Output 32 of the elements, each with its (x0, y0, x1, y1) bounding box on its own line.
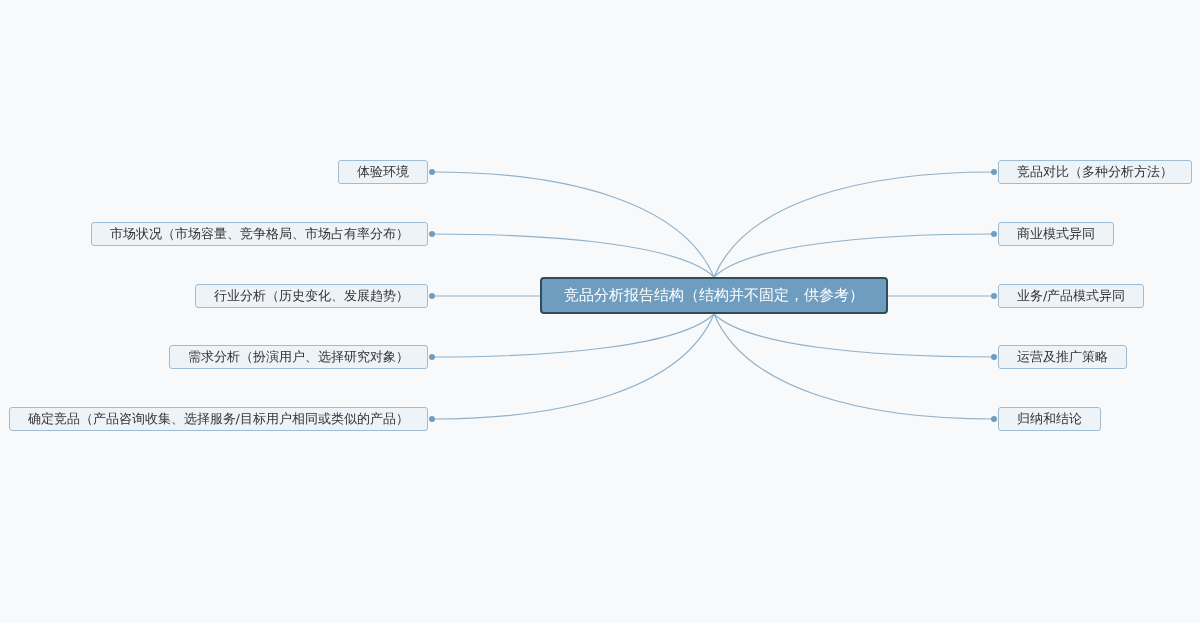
subtopic-box (998, 407, 1101, 431)
subtopic-box (195, 284, 428, 308)
connector (713, 169, 997, 278)
subtopic-label: 归纳和结论 (1017, 410, 1082, 428)
connector (429, 231, 715, 278)
subtopic-label: 需求分析（扮演用户、选择研究对象） (188, 348, 409, 366)
connector (887, 293, 997, 299)
subtopic-label: 竞品对比（多种分析方法） (1017, 163, 1173, 181)
connector (713, 231, 997, 278)
subtopic-label: 业务/产品模式异同 (1017, 287, 1126, 305)
connector (429, 293, 541, 299)
subtopic-label: 确定竞品（产品咨询收集、选择服务/目标用户相同或类似的产品） (27, 410, 409, 428)
connector (713, 313, 997, 360)
subtopic-box (998, 222, 1114, 246)
subtopic-box (998, 284, 1145, 308)
subtopic-box (169, 345, 428, 369)
connector (429, 313, 715, 360)
subtopic-label: 行业分析（历史变化、发展趋势） (214, 287, 409, 305)
subtopic-box (91, 222, 428, 246)
connector (429, 169, 715, 278)
subtopic-box (998, 160, 1192, 184)
subtopic-box (338, 160, 428, 184)
subtopic-label: 运营及推广策略 (1017, 348, 1108, 366)
connector (713, 313, 997, 422)
central-topic-label: 竞品分析报告结构（结构并不固定，供参考） (564, 286, 864, 305)
central-topic-box (540, 277, 888, 314)
subtopic-label: 市场状况（市场容量、竞争格局、市场占有率分布） (110, 225, 409, 243)
subtopic-label: 商业模式异同 (1017, 225, 1095, 243)
subtopic-box (998, 345, 1127, 369)
subtopic-label: 体验环境 (357, 163, 409, 181)
connector (429, 313, 715, 422)
subtopic-box (8, 407, 428, 431)
